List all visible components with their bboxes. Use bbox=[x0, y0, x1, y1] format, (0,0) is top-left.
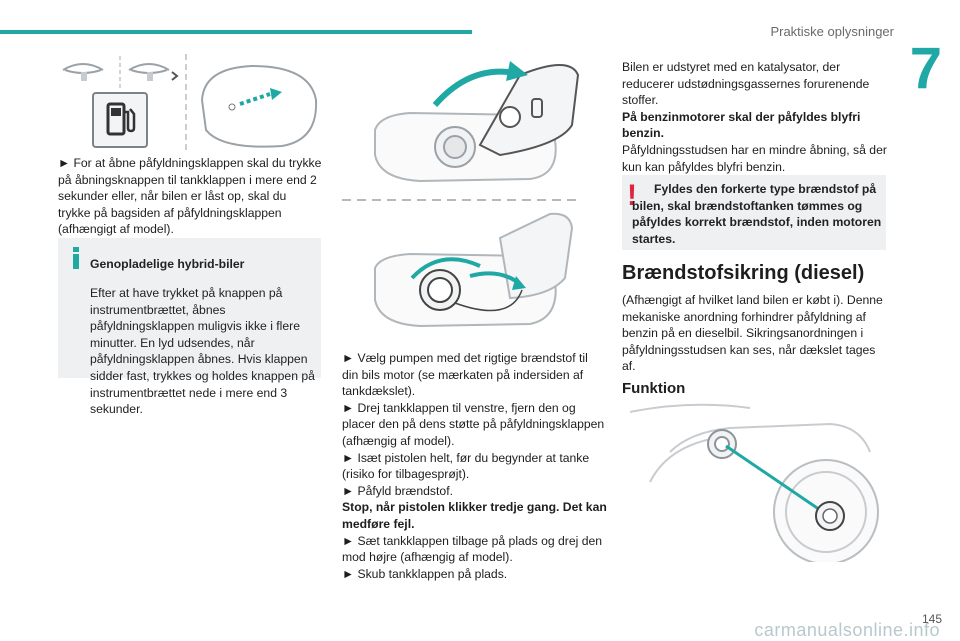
flap-opening-illustration bbox=[374, 61, 580, 183]
dashed-separator bbox=[342, 199, 582, 201]
page-number: 145 bbox=[921, 612, 942, 626]
catalyst-intro: Bilen er udstyret med en katalysator, de… bbox=[622, 60, 870, 108]
section-title: Praktiske oplysninger bbox=[770, 24, 894, 39]
section-heading-diesel: Brændstofsikring (diesel) bbox=[622, 262, 865, 284]
warning-icon: ! bbox=[627, 179, 637, 212]
step-refuel: ► Påfyld brændstof. bbox=[342, 483, 453, 498]
step-select-pump: ► Vælg pumpen med det rigtige brændstof … bbox=[342, 351, 588, 399]
divider-dashes bbox=[185, 54, 187, 154]
info-title: Genopladelige hybrid-biler bbox=[90, 257, 245, 272]
diesel-filler-illustration bbox=[630, 403, 879, 562]
chapter-number: 7 bbox=[909, 36, 942, 101]
steering-wheel-icons bbox=[62, 56, 179, 88]
step-close-flap: ► Skub tankklappen på plads. bbox=[342, 566, 508, 581]
subheading-function: Funktion bbox=[622, 380, 686, 397]
fuel-button-icon bbox=[92, 92, 148, 148]
info-box-hybrid: Genopladelige hybrid-biler Efter at have… bbox=[58, 238, 321, 416]
open-flap-instruction: ► For at åbne påfyldningsklappen skal du… bbox=[58, 156, 322, 237]
info-icon bbox=[69, 247, 83, 269]
step-turn-cap: ► Drej tankklappen til venstre, fjern de… bbox=[342, 400, 605, 448]
header-accent-bar bbox=[0, 30, 472, 34]
step-insert-nozzle: ► Isæt pistolen helt, før du begynder at… bbox=[342, 450, 590, 482]
cap-removal-illustration bbox=[374, 212, 574, 328]
watermark: carmanualsonline.info bbox=[754, 620, 940, 640]
fuel-flap-press-illustration bbox=[200, 64, 318, 148]
filler-neck-note: Påfyldningsstudsen har en mindre åbning,… bbox=[622, 142, 887, 174]
stop-warning: Stop, når pistolen klikker tredje gang. … bbox=[342, 500, 607, 531]
warning-text: Fyldes den forkerte type brændstof på bi… bbox=[632, 182, 882, 246]
diesel-device-description: (Afhængigt af hvilket land bilen er købt… bbox=[622, 293, 883, 374]
info-body: Efter at have trykket på knappen på inst… bbox=[90, 285, 315, 417]
petrol-unleaded-note: På benzinmotorer skal der påfyldes blyfr… bbox=[622, 109, 861, 141]
step-replace-cap: ► Sæt tankklappen tilbage på plads og dr… bbox=[342, 533, 603, 565]
warning-box-wrong-fuel: ! Fyldes den forkerte type brændstof på … bbox=[622, 175, 886, 250]
